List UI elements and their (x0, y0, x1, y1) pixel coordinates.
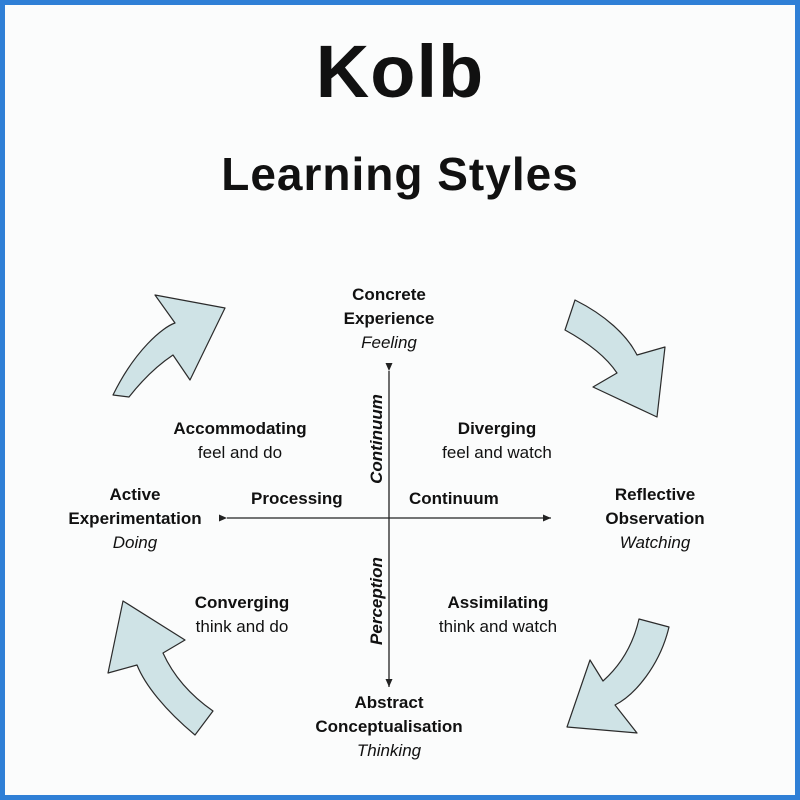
style-diverging-desc: feel and watch (442, 443, 552, 462)
axis-continuum-vertical: Continuum (367, 394, 386, 484)
pole-top: Concrete Experience Feeling (319, 283, 459, 355)
pole-right-line1: Reflective (614, 485, 696, 504)
pole-top-mode: Feeling (361, 333, 417, 352)
cycle-arrow-top-right (564, 299, 666, 418)
style-converging-name: Converging (194, 593, 290, 612)
axis-continuum-horizontal: Continuum (409, 489, 499, 508)
style-diverging-name: Diverging (457, 419, 537, 438)
cycle-arrow-bottom-left (107, 600, 214, 736)
style-converging-desc: think and do (195, 617, 289, 636)
pole-left-line1: Active (109, 485, 161, 504)
pole-bottom-line1: Abstract (354, 693, 424, 712)
pole-right-line2: Observation (605, 509, 705, 528)
pole-bottom-line2: Conceptualisation (315, 717, 463, 736)
cycle-arrow-top-left (112, 294, 226, 398)
style-accommodating: Accommodating feel and do (165, 417, 315, 465)
axis-perception: Perception (367, 557, 386, 645)
style-assimilating-desc: think and watch (438, 617, 558, 636)
style-accommodating-desc: feel and do (197, 443, 283, 462)
pole-top-line1: Concrete (352, 285, 426, 304)
pole-left: Active Experimentation Doing (55, 483, 215, 555)
pole-top-line2: Experience (343, 309, 435, 328)
pole-bottom: Abstract Conceptualisation Thinking (299, 691, 479, 763)
title: Kolb (315, 30, 485, 113)
pole-right-mode: Watching (619, 533, 691, 552)
subtitle: Learning Styles (221, 148, 579, 200)
pole-bottom-mode: Thinking (356, 741, 422, 760)
style-assimilating: Assimilating think and watch (423, 591, 573, 639)
axis-processing: Processing (251, 489, 343, 508)
style-diverging: Diverging feel and watch (427, 417, 567, 465)
pole-left-line2: Experimentation (68, 509, 202, 528)
diagram-graphics (107, 294, 670, 736)
style-assimilating-name: Assimilating (447, 593, 549, 612)
pole-right: Reflective Observation Watching (585, 483, 725, 555)
style-accommodating-name: Accommodating (173, 419, 307, 438)
cycle-arrow-bottom-right (566, 618, 670, 734)
pole-left-mode: Doing (112, 533, 158, 552)
style-converging: Converging think and do (177, 591, 307, 639)
